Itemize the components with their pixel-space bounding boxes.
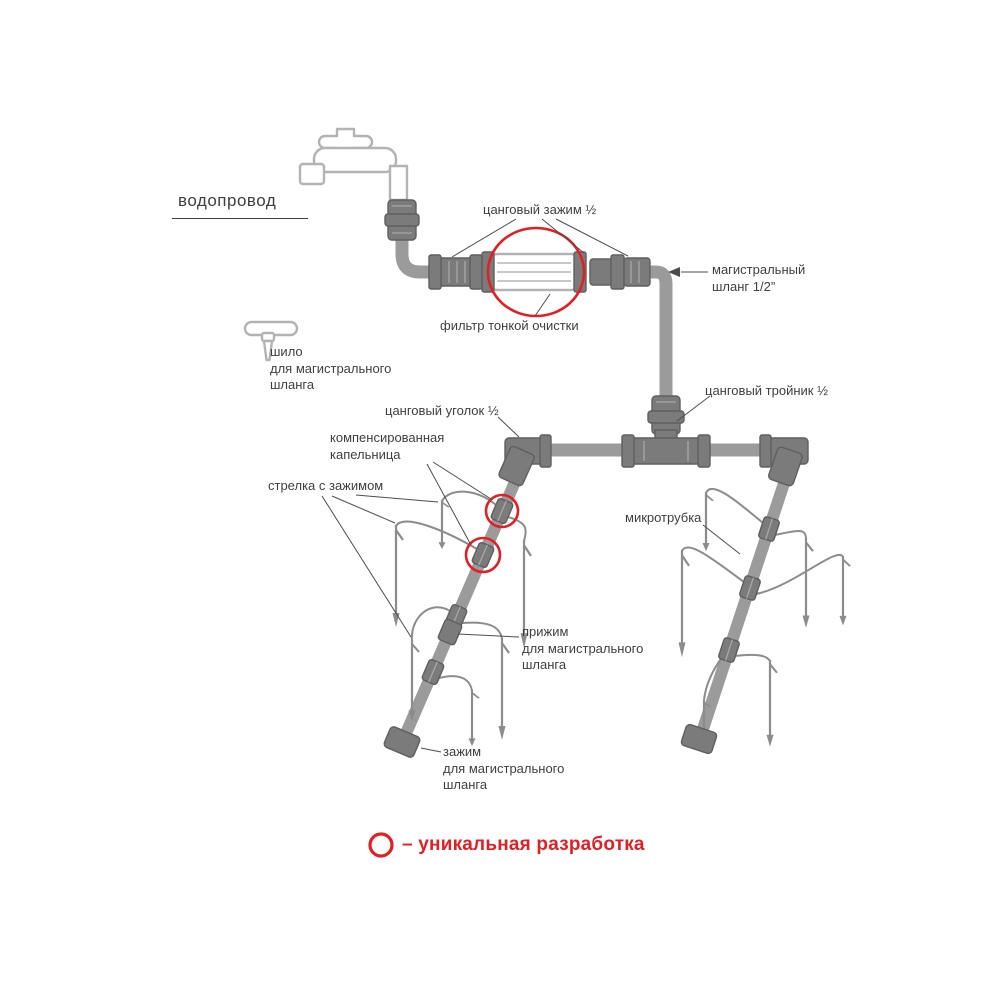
label-line: капельница [330,446,401,462]
label-hose-holder: прижим для магистрального шланга [522,624,643,674]
label-line: зажим [443,744,482,759]
unique-highlight-ring-dripper-2 [464,536,502,574]
collet-elbow-right [759,434,809,487]
legend-circle-icon [368,832,394,858]
label-line: шило [270,344,303,359]
label-main-hose: магистральный шланг 1/2” [712,262,805,295]
ground-stake [765,658,779,748]
collet-clamp-faucet [384,199,420,241]
unique-highlight-ring-filter [486,226,586,318]
label-awl: шило для магистрального шланга [270,344,391,394]
leader-lines [321,218,741,753]
collet-clamp-a [428,254,483,290]
label-line: для магистрального [270,360,392,376]
label-line: шланга [522,657,567,672]
label-line: прижим [522,624,569,639]
hose-holder-clip [437,618,463,646]
hose-end-clamp-right [680,723,718,755]
collet-tee [621,395,711,468]
label-arrow-with-clamp: стрелка с зажимом [268,478,384,493]
label-fine-filter: фильтр тонкой очистки [440,318,579,333]
fine-filter [481,251,587,293]
label-compensated-dripper: компенсированная капельница [330,430,444,463]
dripper [757,515,781,543]
label-collet-elbow: цанговый уголок ½ [385,403,499,418]
label-line: шланг 1/2” [712,278,776,294]
awl-icon [243,320,299,362]
unique-highlight-ring-dripper-1 [484,493,520,529]
collet-clamp-c [623,257,651,287]
collet-elbow-left [498,434,552,487]
label-microtube: микротрубка [625,510,702,525]
hose-end-clamp-left [383,726,421,758]
arrowhead-main-hose [668,267,680,277]
ground-stake [437,498,451,551]
label-line: для магистрального [522,640,644,656]
label-line: магистральный [712,262,806,277]
label-line: шланга [270,377,315,392]
label-line: шланга [443,777,488,792]
ground-stake [467,688,481,748]
label-hose-clamp: зажим для магистрального шланга [443,744,564,794]
label-line: для магистрального [443,760,565,776]
label-collet-tee: цанговый тройник ½ [705,383,828,398]
dripper [717,636,741,664]
label-water-supply: водопровод [172,190,308,219]
ground-stake [838,554,852,627]
collet-clamp-b [589,254,625,290]
label-line: компенсированная [330,430,445,445]
label-legend-note: – уникальная разработка [402,834,645,855]
ground-stake [801,536,815,629]
ground-stake [391,523,405,629]
dripper [738,574,762,602]
label-collet-clamp: цанговый зажим ½ [483,202,597,217]
faucet-icon [298,127,409,202]
ground-stake [701,490,715,553]
ground-stake [497,636,511,742]
ground-stake [677,548,691,659]
